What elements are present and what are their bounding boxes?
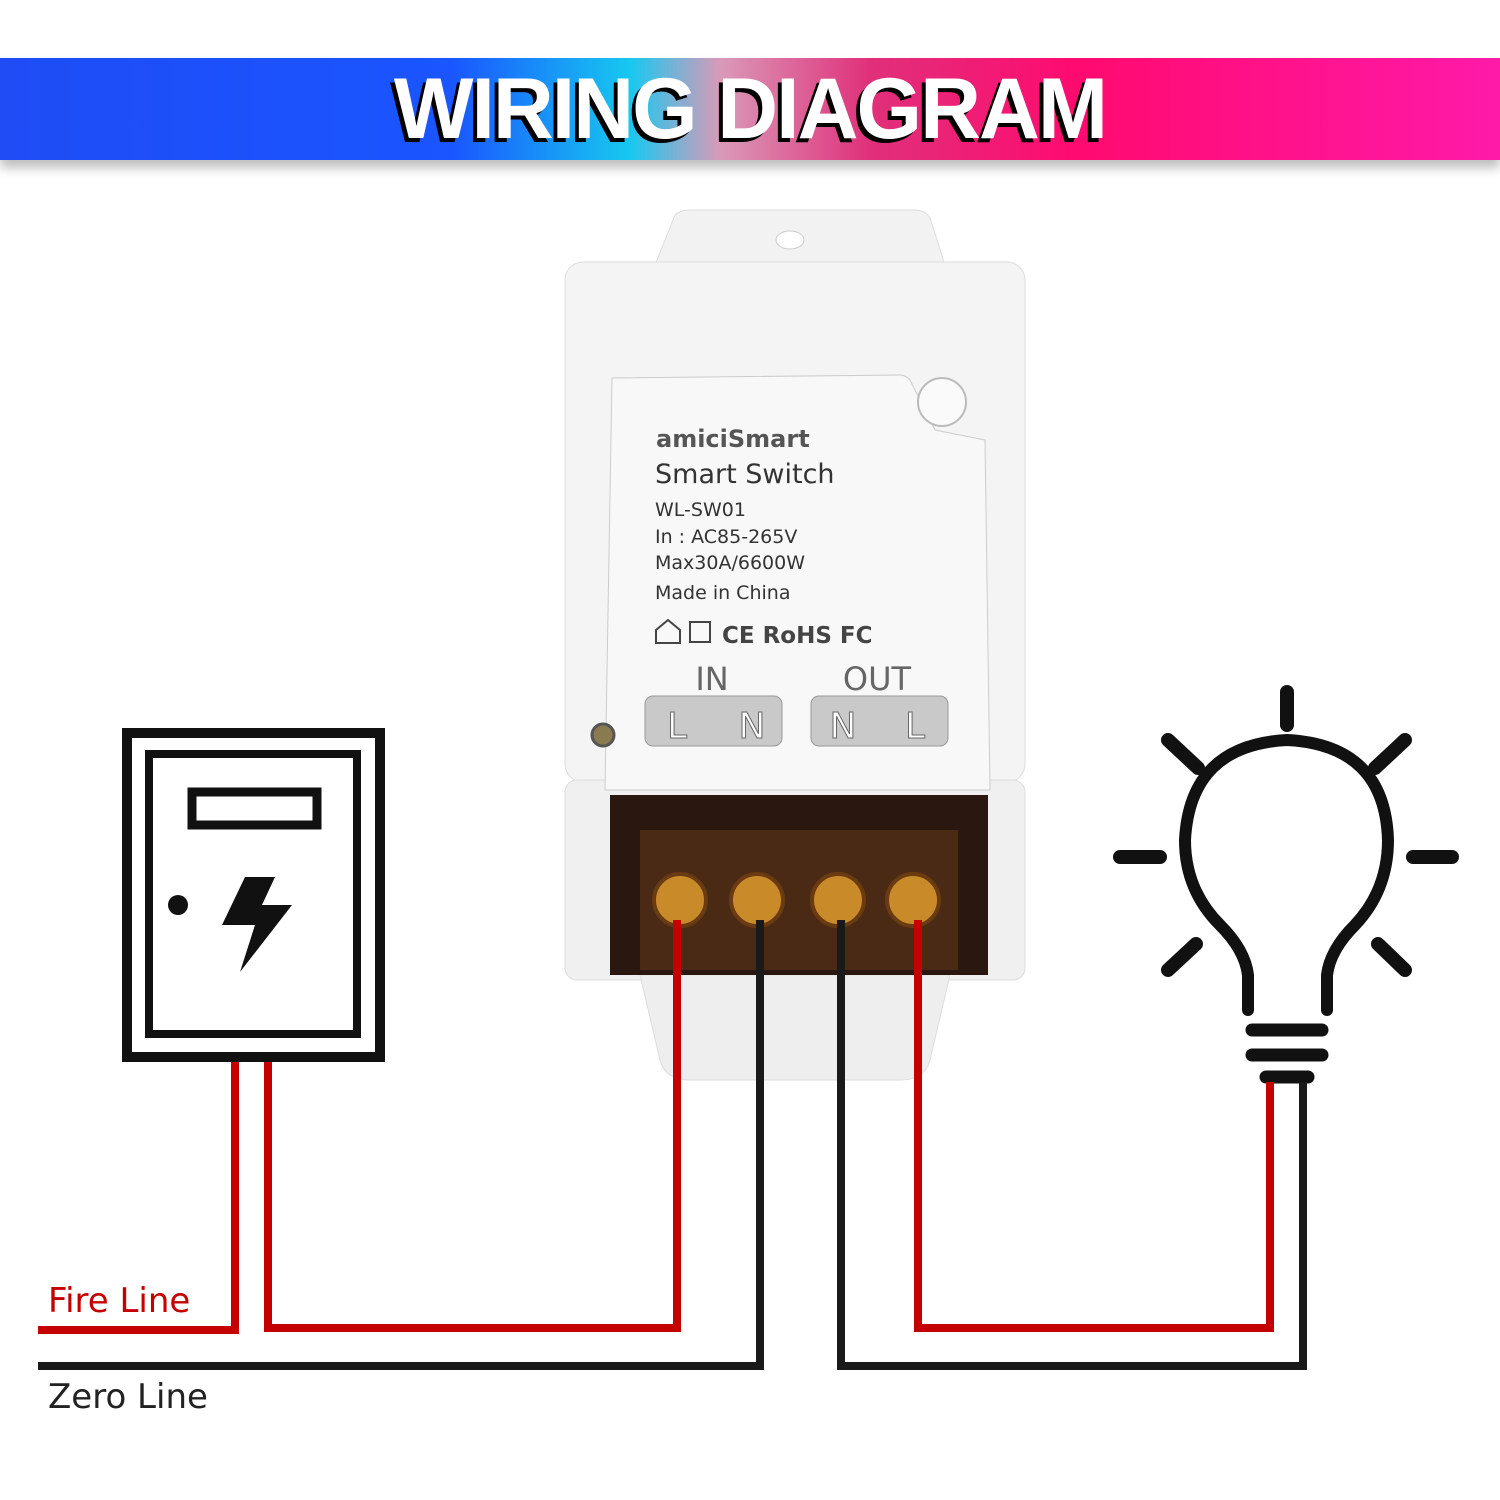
terminal-screws xyxy=(652,872,941,928)
input-rating: In : AC85-265V xyxy=(655,526,797,548)
smart-switch-device: amiciSmart Smart Switch WL-SW01 In : AC8… xyxy=(564,209,1026,1081)
out-label: OUT xyxy=(843,660,912,698)
max-rating: Max30A/6600W xyxy=(655,552,805,574)
light-bulb-icon xyxy=(1113,685,1459,1084)
status-led xyxy=(590,722,616,748)
fire-line-supply xyxy=(38,1062,239,1334)
fire-line-label: Fire Line xyxy=(48,1281,190,1321)
in-label: IN xyxy=(695,660,728,698)
zero-line-out-n-to-bulb xyxy=(837,920,1307,1370)
title-banner xyxy=(0,58,1500,160)
fire-line-to-in-l xyxy=(264,920,681,1332)
brand-logo: amiciSmart xyxy=(656,425,810,453)
lightning-icon xyxy=(222,877,292,972)
zero-line-label: Zero Line xyxy=(48,1377,208,1417)
terminal-out-n: N xyxy=(830,706,857,747)
terminal-in-n: N xyxy=(739,706,766,747)
model-number: WL-SW01 xyxy=(655,499,746,521)
page-title: WIRING DIAGRAM xyxy=(393,61,1108,157)
house-icon xyxy=(655,618,681,644)
fire-line-out-l-to-bulb xyxy=(914,920,1274,1332)
electrical-panel-icon xyxy=(122,728,385,1062)
product-name: Smart Switch xyxy=(655,459,835,490)
pairing-button[interactable] xyxy=(917,377,967,427)
zero-line-wires xyxy=(38,920,1307,1370)
double-insulation-icon xyxy=(689,621,711,643)
fire-line-wires xyxy=(38,920,1274,1334)
zero-line-to-in-n xyxy=(38,920,764,1370)
certification-marks: CE RoHS FC xyxy=(722,623,873,649)
terminal-out-l: L xyxy=(905,706,925,747)
terminal-in-l: L xyxy=(667,706,687,747)
origin-text: Made in China xyxy=(655,582,790,604)
